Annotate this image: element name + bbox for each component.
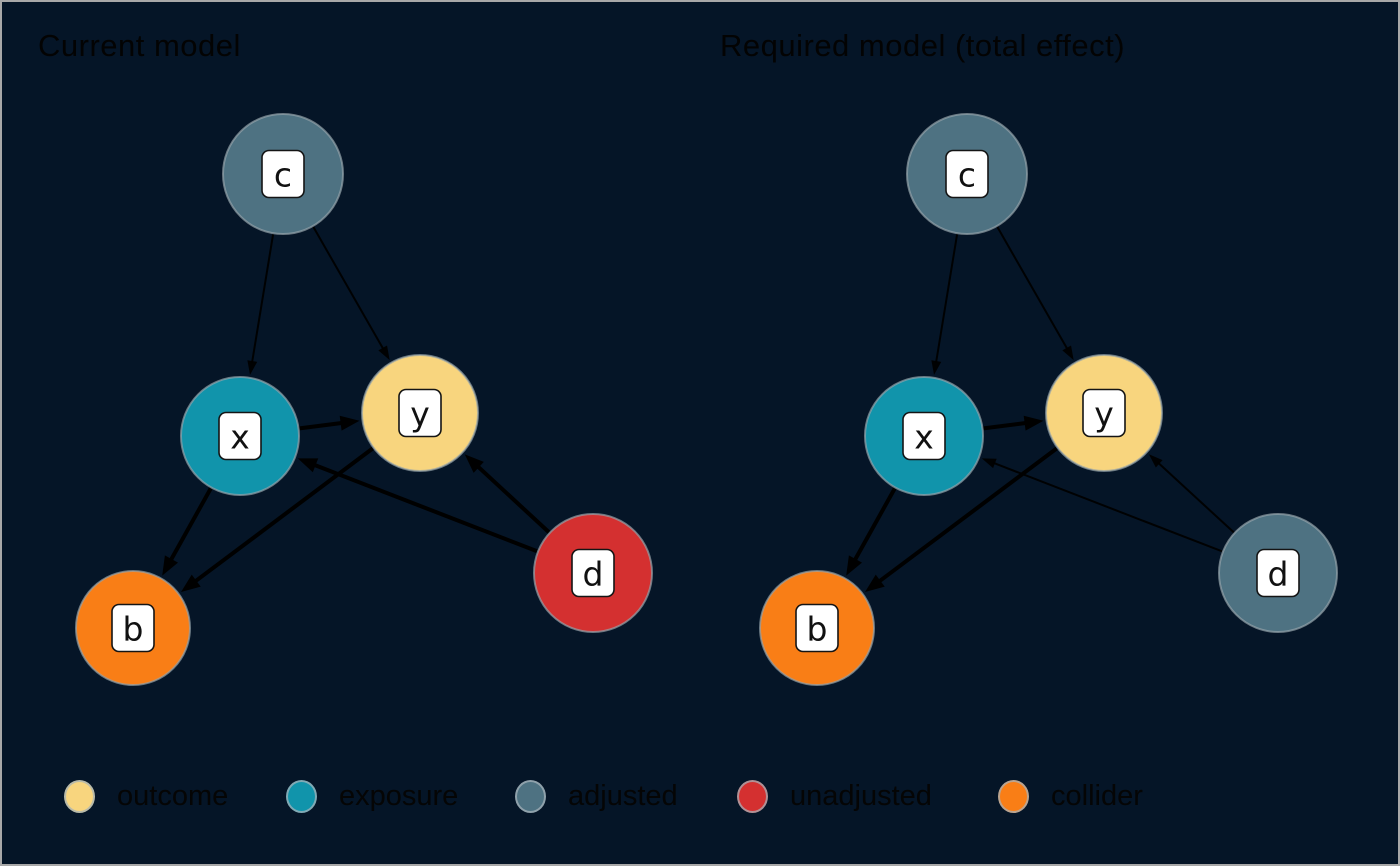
node-label-b: b [123, 610, 144, 649]
exposure-swatch-icon [286, 780, 317, 813]
legend-item-exposure: exposure [286, 780, 458, 813]
node-label-c: c [958, 156, 976, 195]
node-label-c: c [274, 156, 292, 195]
node-label-box [902, 411, 946, 461]
edge-x-to-y-required [983, 415, 1044, 431]
edge-y-to-b-current [181, 446, 374, 593]
arrowhead-icon [181, 574, 201, 593]
node-label-box [1256, 548, 1300, 598]
arrowhead-icon [339, 415, 360, 431]
arrowhead-icon [378, 345, 390, 361]
edge-x-to-b-current [162, 487, 213, 576]
node-d-required: d [1218, 513, 1338, 633]
node-label-box [111, 603, 155, 653]
legend-item-unadjusted: unadjusted [737, 780, 932, 813]
node-b-current: b [75, 570, 191, 686]
node-y-required: y [1045, 354, 1163, 472]
arrowhead-icon [846, 555, 863, 576]
edge-c-to-x-current [247, 234, 275, 375]
node-x-required: x [864, 376, 984, 496]
panel-title-required-model: Required model (total effect) [720, 28, 1126, 63]
edge-y-to-b-required [865, 446, 1058, 593]
node-label-d: d [583, 555, 604, 594]
node-y-current: y [361, 354, 479, 472]
edge-x-to-y-current [299, 415, 360, 431]
legend-item-outcome: outcome [64, 780, 228, 813]
legend-item-collider: collider [998, 780, 1143, 813]
arrowhead-icon [1062, 345, 1074, 361]
arrowhead-icon [162, 555, 179, 576]
node-label-box [218, 411, 262, 461]
node-c-current: c [222, 113, 344, 235]
node-d-current: d [533, 513, 653, 633]
arrowhead-icon [1148, 454, 1163, 468]
edge-c-to-x-required [931, 234, 959, 375]
edge-d-to-y-current [464, 454, 551, 534]
unadjusted-swatch-icon [737, 780, 768, 813]
legend-item-adjusted: adjusted [515, 780, 678, 813]
legend-label-adjusted: adjusted [568, 780, 678, 812]
edge-d-to-y-required [1148, 454, 1235, 534]
arrowhead-icon [981, 458, 997, 469]
node-c-required: c [906, 113, 1028, 235]
node-label-box [261, 149, 305, 199]
edge-c-to-y-current [312, 226, 390, 361]
legend-label-unadjusted: unadjusted [790, 780, 932, 812]
collider-swatch-icon [998, 780, 1029, 813]
node-label-x: x [914, 418, 934, 457]
arrowhead-icon [865, 574, 885, 593]
node-x-current: x [180, 376, 300, 496]
node-label-box [398, 388, 442, 438]
node-label-x: x [230, 418, 250, 457]
node-label-y: y [410, 395, 430, 434]
legend-label-outcome: outcome [117, 780, 229, 812]
edge-d-to-x-current [297, 458, 538, 554]
node-label-b: b [807, 610, 828, 649]
node-label-box [1082, 388, 1126, 438]
panel-title-current-model: Current model [38, 28, 241, 63]
legend: outcome exposure adjusted unadjusted col… [2, 780, 1398, 820]
arrowhead-icon [931, 360, 942, 375]
arrowhead-icon [297, 458, 319, 473]
edge-c-to-y-required [996, 226, 1074, 361]
edge-d-to-x-required [981, 458, 1223, 553]
adjusted-swatch-icon [515, 780, 546, 813]
node-label-box [571, 548, 615, 598]
arrowhead-icon [464, 454, 484, 473]
node-label-d: d [1268, 555, 1289, 594]
outcome-swatch-icon [64, 780, 95, 813]
node-b-required: b [759, 570, 875, 686]
legend-label-exposure: exposure [339, 780, 459, 812]
node-label-box [795, 603, 839, 653]
arrowhead-icon [1023, 415, 1044, 431]
edge-x-to-b-required [846, 487, 897, 576]
legend-label-collider: collider [1051, 780, 1143, 812]
arrowhead-icon [247, 360, 258, 375]
node-label-box [945, 149, 989, 199]
node-label-y: y [1094, 395, 1114, 434]
